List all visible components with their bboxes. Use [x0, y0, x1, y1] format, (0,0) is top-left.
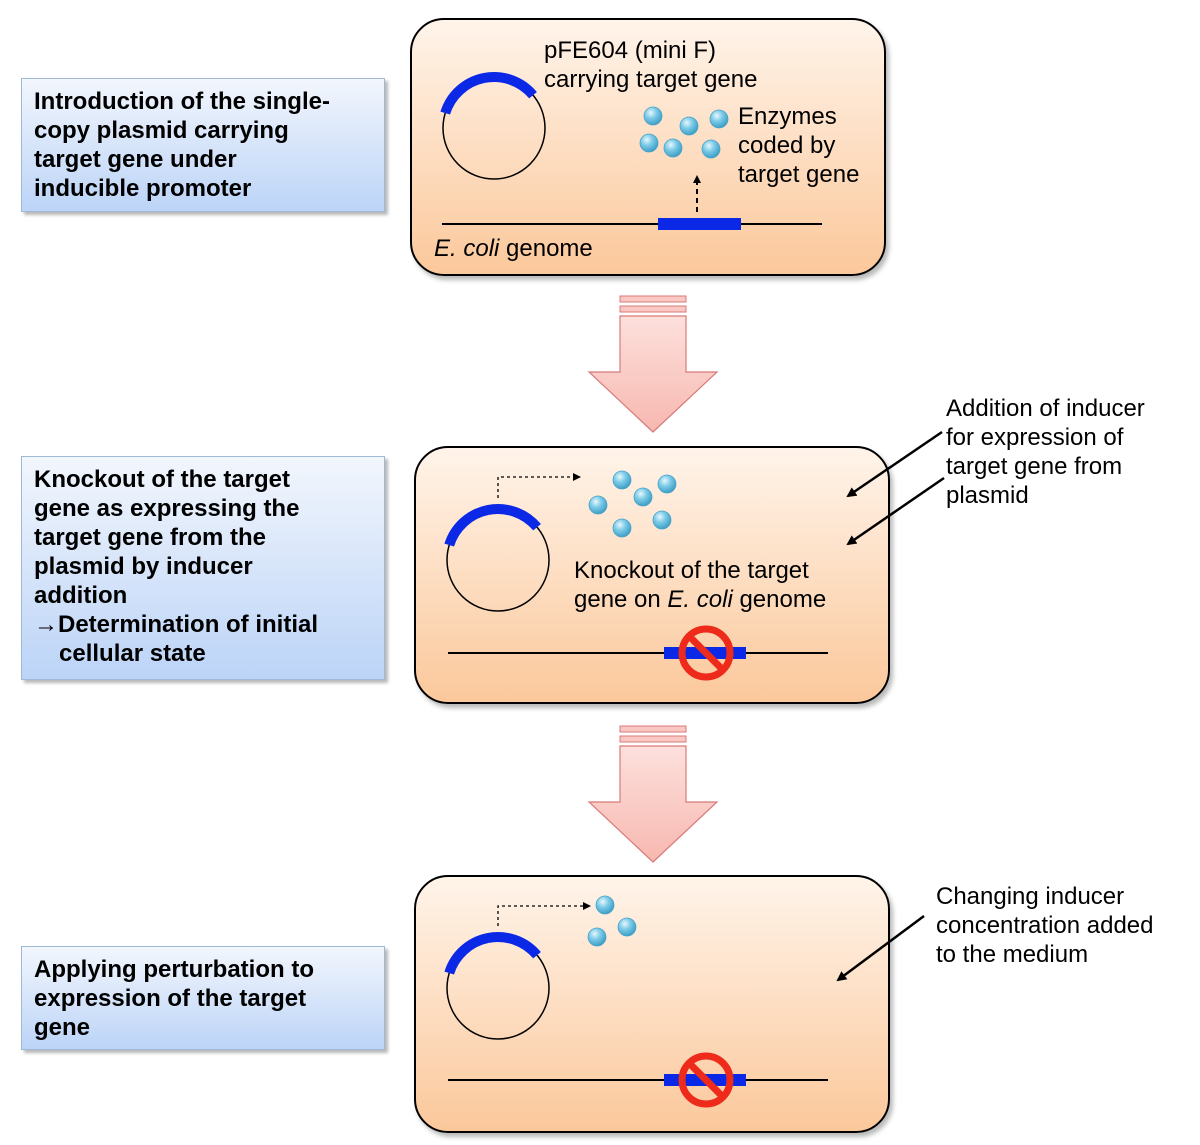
step3-line: expression of the target	[34, 985, 307, 1012]
changing-note-line: to the medium	[936, 941, 1089, 968]
panel-perturbation	[414, 875, 890, 1133]
flow-arrow-1	[587, 295, 719, 433]
changing-inducer-note: Changing inducer concentration added to …	[936, 882, 1154, 969]
step2-line: Knockout of the target	[34, 466, 290, 493]
step1-line: Introduction of the single-	[34, 88, 330, 115]
step2-line: addition	[34, 582, 128, 609]
step1-line: inducible promoter	[34, 175, 252, 202]
enzymes-label: Enzymes coded by target gene	[738, 102, 859, 189]
step2-line: plasmid by inducer	[34, 553, 253, 580]
flow-arrow-2-band	[619, 735, 687, 743]
step3-line: Applying perturbation to	[34, 956, 314, 983]
flow-arrow-1-band	[619, 295, 687, 303]
plasmid-label: pFE604 (mini F) carrying target gene	[544, 36, 757, 94]
enzymes-label-line: coded by	[738, 132, 836, 159]
step2-line: →Determination of initial	[34, 611, 319, 638]
genome-species-name: E. coli	[434, 235, 500, 262]
flow-arrow-2-body	[587, 745, 719, 863]
inducer-note-line: plasmid	[946, 482, 1029, 509]
flow-arrow-1-body	[587, 315, 719, 433]
step2-line: target gene from the	[34, 524, 267, 551]
inducer-addition-note: Addition of inducer for expression of ta…	[946, 394, 1145, 510]
step2-line: cellular state	[59, 640, 206, 667]
step1-line: copy plasmid carrying	[34, 117, 289, 144]
knockout-species-name: E. coli	[667, 586, 733, 613]
flow-arrow-2	[587, 725, 719, 863]
knockout-prefix: gene on	[574, 586, 668, 613]
changing-note-line: Changing inducer	[936, 883, 1125, 910]
step-box-introduction: Introduction of the single- copy plasmid…	[21, 78, 385, 212]
inducer-note-line: target gene from	[946, 453, 1123, 480]
flow-arrow-2-band	[619, 725, 687, 733]
knockout-suffix: genome	[732, 586, 827, 613]
inducer-note-line: Addition of inducer	[946, 395, 1145, 422]
knockout-label: Knockout of the target gene on E. coli g…	[574, 556, 826, 614]
genome-label-rest: genome	[499, 235, 593, 262]
plasmid-label-line: pFE604 (mini F)	[544, 37, 717, 64]
plasmid-label-line: carrying target gene	[544, 66, 758, 93]
enzymes-label-line: target gene	[738, 161, 860, 188]
step-box-knockout: Knockout of the target gene as expressin…	[21, 456, 385, 680]
flow-arrow-1-band	[619, 305, 687, 313]
step3-line: gene	[34, 1014, 91, 1041]
step-box-perturbation: Applying perturbation to expression of t…	[21, 946, 385, 1050]
genome-label: E. coli genome	[434, 234, 593, 263]
knockout-label-line: Knockout of the target	[574, 557, 809, 584]
inducer-note-line: for expression of	[946, 424, 1124, 451]
step2-line: gene as expressing the	[34, 495, 300, 522]
knockout-label-line: gene on E. coli genome	[574, 585, 826, 614]
changing-note-line: concentration added	[936, 912, 1154, 939]
step1-line: target gene under	[34, 146, 237, 173]
enzymes-label-line: Enzymes	[738, 103, 837, 130]
